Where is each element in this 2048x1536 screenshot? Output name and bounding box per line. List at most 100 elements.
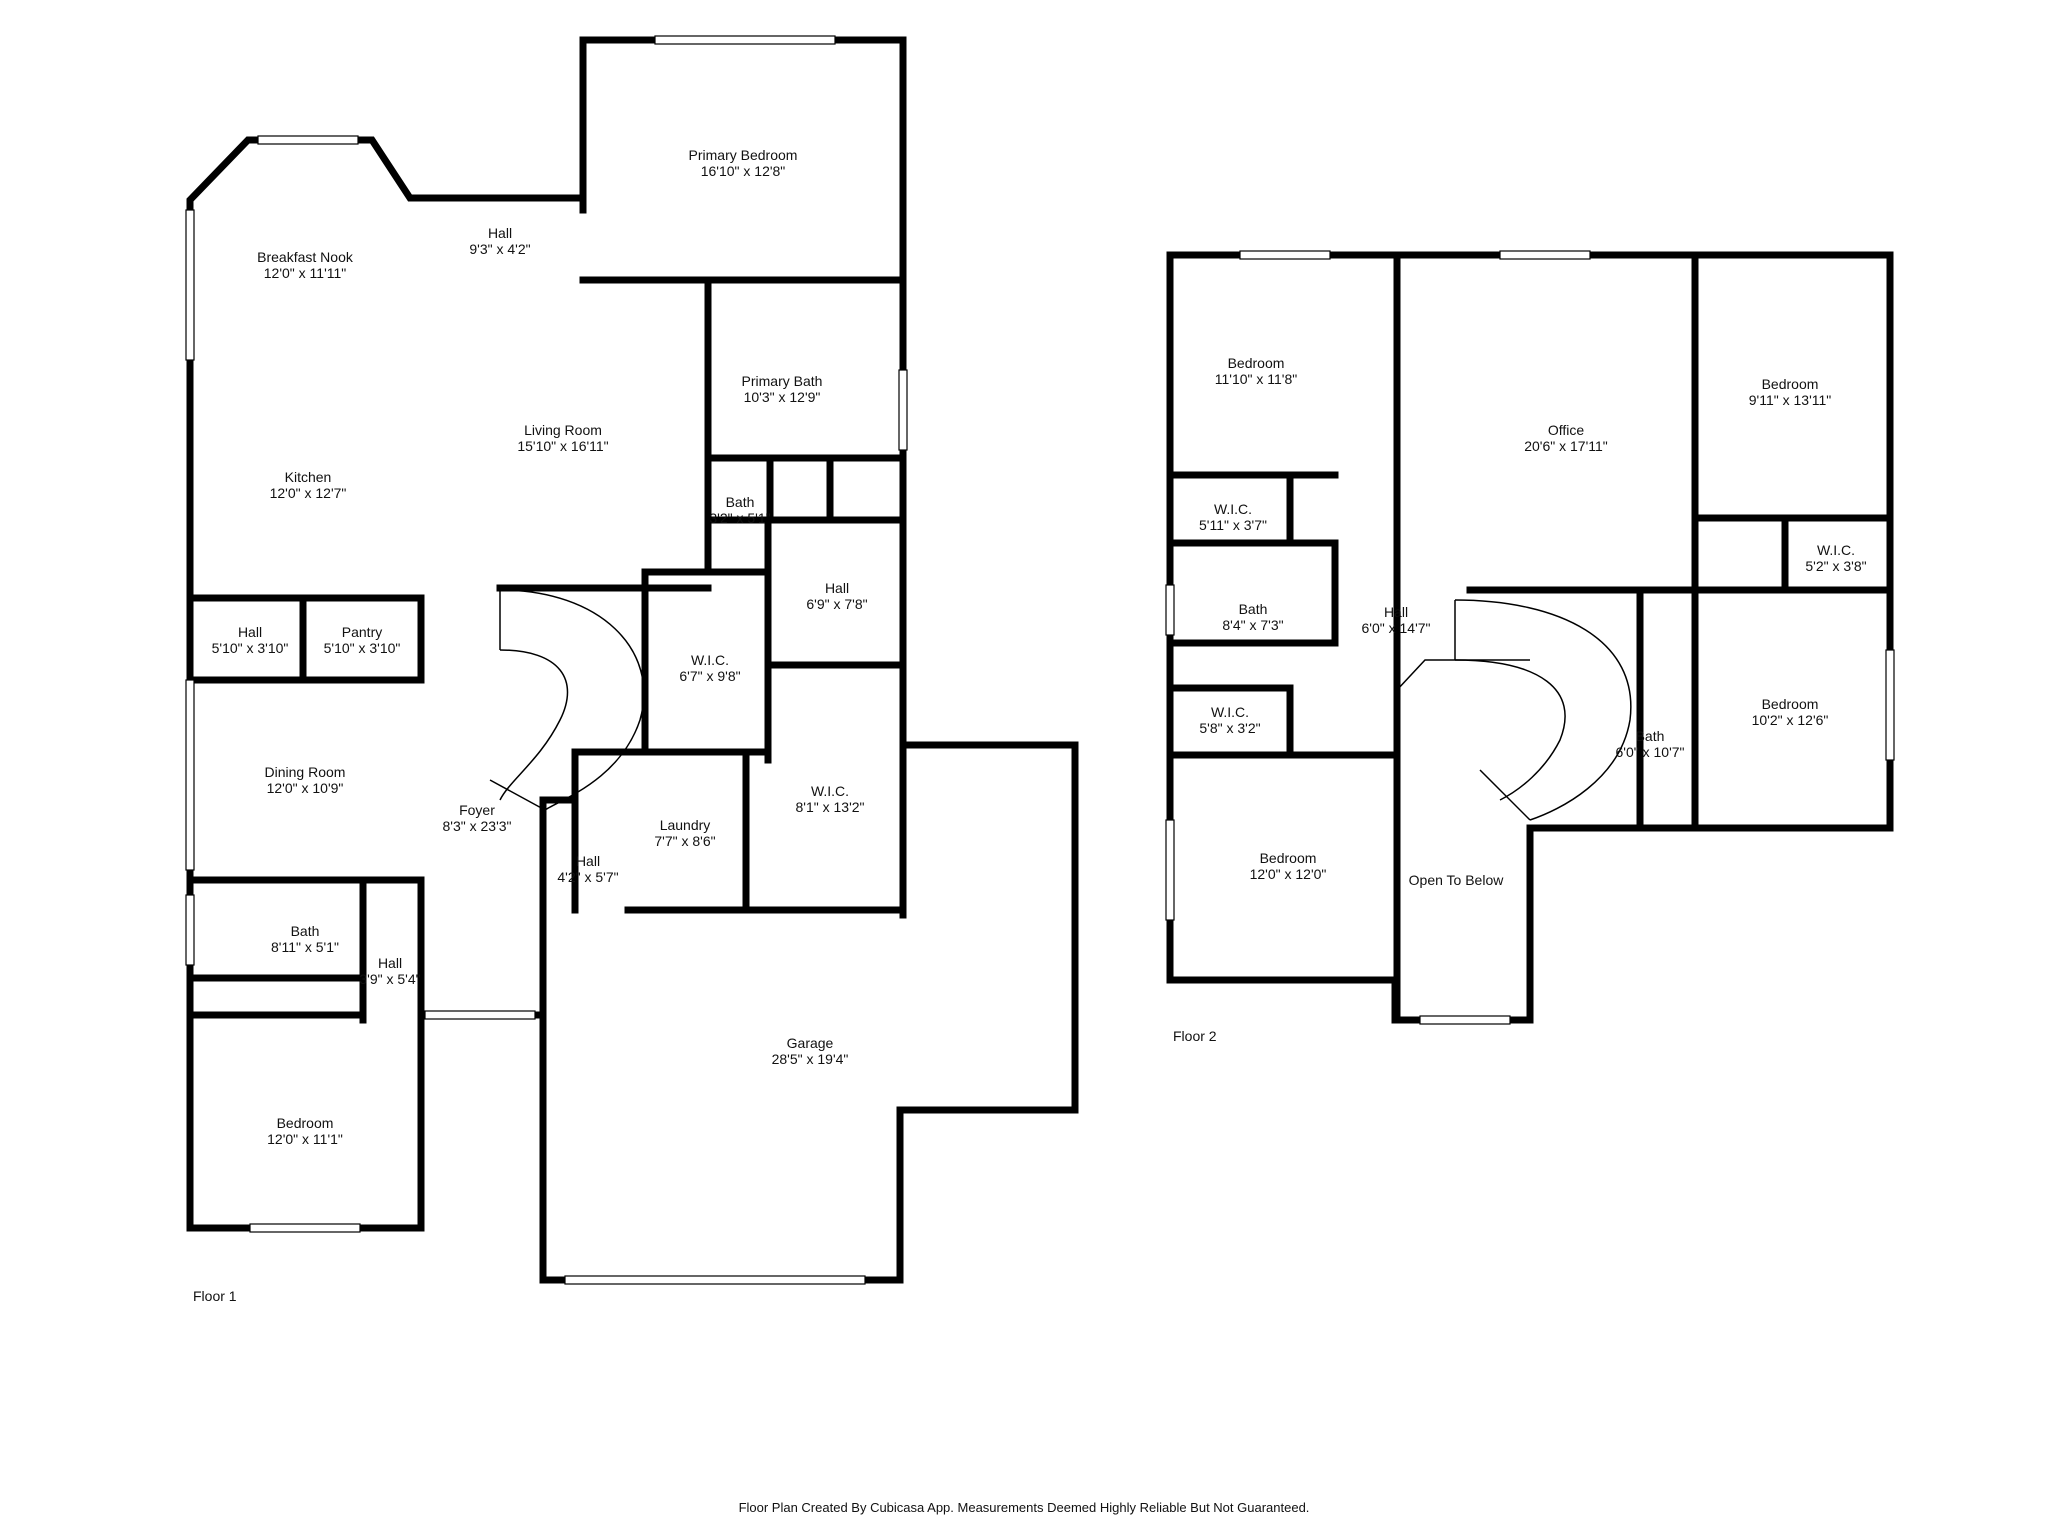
room-name: W.I.C. <box>810 783 850 799</box>
room-dims: 12'0" x 12'0" <box>1249 866 1327 882</box>
room-name: W.I.C. <box>1213 501 1253 517</box>
room-dims: 3'2" x 5'1" <box>709 510 771 526</box>
room-dims: 9'3" x 4'2" <box>469 241 531 257</box>
room-hall-left: Hall 5'10" x 3'10" <box>212 624 289 656</box>
room-dims: 16'10" x 12'8" <box>700 163 786 179</box>
room-name: Bedroom <box>1259 850 1317 866</box>
room-dims: 8'11" x 5'1" <box>271 939 339 955</box>
room-breakfast-nook: Breakfast Nook 12'0" x 11'11" <box>257 249 353 281</box>
room-dims: 6'9" x 7'8" <box>806 596 868 612</box>
room-name: Bedroom <box>1227 355 1285 371</box>
room-name: Hall <box>824 580 850 596</box>
room-wic-f2-c: W.I.C. 5'8" x 3'2" <box>1199 704 1260 736</box>
room-name: Hall <box>487 225 513 241</box>
room-dims: 12'0" x 12'7" <box>269 485 347 501</box>
room-bedroom-f2-b: Bedroom 9'11" x 13'11" <box>1749 376 1832 408</box>
room-dining-room: Dining Room 12'0" x 10'9" <box>265 764 346 796</box>
room-dims: 10'2" x 12'6" <box>1751 712 1829 728</box>
room-dims: 8'3" x 23'3" <box>442 818 512 834</box>
room-hall-bottom: Hall 3'9" x 5'4" <box>359 955 420 987</box>
room-hall-f2: Hall 6'0" x 14'7" <box>1362 604 1431 636</box>
room-name: W.I.C. <box>690 652 730 668</box>
floor-2-label: Floor 2 <box>1173 1028 1217 1044</box>
room-dims: 5'8" x 3'2" <box>1199 720 1261 736</box>
room-name: Laundry <box>659 817 711 833</box>
room-dims: 5'10" x 3'10" <box>211 640 289 656</box>
room-name: Kitchen <box>284 469 332 485</box>
room-bedroom-f1: Bedroom 12'0" x 11'1" <box>267 1115 343 1147</box>
room-name: W.I.C. <box>1210 704 1250 720</box>
room-office: Office 20'6" x 17'11" <box>1524 422 1608 454</box>
room-wic-1: W.I.C. 6'7" x 9'8" <box>679 652 740 684</box>
room-wic-2: W.I.C. 8'1" x 13'2" <box>796 783 865 815</box>
room-primary-bath: Primary Bath 10'3" x 12'9" <box>742 373 823 405</box>
room-name: Pantry <box>341 624 383 640</box>
room-name: Breakfast Nook <box>257 249 353 265</box>
room-laundry: Laundry 7'7" x 8'6" <box>654 817 715 849</box>
room-bedroom-f2-a: Bedroom 11'10" x 11'8" <box>1215 355 1298 387</box>
room-name: Hall <box>237 624 263 640</box>
room-name: Bedroom <box>1761 376 1819 392</box>
room-name: Office <box>1547 422 1585 438</box>
room-name: Dining Room <box>264 764 346 780</box>
room-name: Garage <box>786 1035 834 1051</box>
room-wic-f2-a: W.I.C. 5'11" x 3'7" <box>1199 501 1267 533</box>
footer-disclaimer: Floor Plan Created By Cubicasa App. Meas… <box>738 1500 1310 1515</box>
room-name: Primary Bath <box>741 373 823 389</box>
room-pantry: Pantry 5'10" x 3'10" <box>324 624 401 656</box>
room-bath-small: Bath 3'2" x 5'1" <box>709 494 770 526</box>
room-foyer: Foyer 8'3" x 23'3" <box>443 802 512 834</box>
room-dims: 5'10" x 3'10" <box>323 640 401 656</box>
room-name: Bath <box>290 923 320 939</box>
room-name: Hall <box>575 853 601 869</box>
room-dims: 12'0" x 11'1" <box>267 1131 343 1147</box>
room-bath-f2-b: Bath 6'0" x 10'7" <box>1616 728 1685 760</box>
room-name: Open To Below <box>1408 872 1504 888</box>
room-garage: Garage 28'5" x 19'4" <box>772 1035 849 1067</box>
room-kitchen: Kitchen 12'0" x 12'7" <box>270 469 347 501</box>
room-dims: 6'0" x 10'7" <box>1615 744 1685 760</box>
room-open-to-below: Open To Below <box>1409 872 1504 888</box>
room-name: Bath <box>1635 728 1665 744</box>
room-bath-f1: Bath 8'11" x 5'1" <box>271 923 339 955</box>
room-bedroom-f2-c: Bedroom 10'2" x 12'6" <box>1752 696 1829 728</box>
room-dims: 3'9" x 5'4" <box>359 971 421 987</box>
room-hall-small: Hall 4'2" x 5'7" <box>557 853 618 885</box>
room-name: Bedroom <box>1761 696 1819 712</box>
room-dims: 8'4" x 7'3" <box>1222 617 1284 633</box>
room-living-room: Living Room 15'10" x 16'11" <box>517 422 608 454</box>
room-dims: 4'2" x 5'7" <box>557 869 619 885</box>
room-name: Hall <box>377 955 403 971</box>
room-name: Bath <box>725 494 755 510</box>
room-primary-bedroom: Primary Bedroom 16'10" x 12'8" <box>689 147 798 179</box>
room-hall-top: Hall 9'3" x 4'2" <box>469 225 530 257</box>
floor-2-walls <box>1165 250 1895 1025</box>
room-dims: 5'2" x 3'8" <box>1805 558 1867 574</box>
room-dims: 20'6" x 17'11" <box>1524 438 1608 454</box>
floor-1-label: Floor 1 <box>193 1288 237 1304</box>
room-dims: 11'10" x 11'8" <box>1214 371 1298 387</box>
room-bedroom-f2-d: Bedroom 12'0" x 12'0" <box>1250 850 1327 882</box>
room-dims: 12'0" x 11'11" <box>263 265 347 281</box>
room-name: Primary Bedroom <box>688 147 798 163</box>
room-name: Bath <box>1238 601 1268 617</box>
room-name: Foyer <box>459 802 495 818</box>
room-name: Living Room <box>524 422 602 438</box>
room-wic-f2-b: W.I.C. 5'2" x 3'8" <box>1805 542 1866 574</box>
room-dims: 10'3" x 12'9" <box>743 389 821 405</box>
room-dims: 5'11" x 3'7" <box>1199 517 1267 533</box>
floor-1-walls <box>185 35 1079 1285</box>
room-name: Hall <box>1383 604 1409 620</box>
room-dims: 9'11" x 13'11" <box>1748 392 1832 408</box>
room-name: W.I.C. <box>1816 542 1856 558</box>
room-dims: 6'0" x 14'7" <box>1361 620 1431 636</box>
room-dims: 28'5" x 19'4" <box>771 1051 849 1067</box>
room-dims: 12'0" x 10'9" <box>266 780 344 796</box>
room-dims: 6'7" x 9'8" <box>679 668 741 684</box>
room-dims: 15'10" x 16'11" <box>517 438 609 454</box>
room-name: Bedroom <box>276 1115 334 1131</box>
room-bath-f2-a: Bath 8'4" x 7'3" <box>1222 601 1283 633</box>
room-hall-mid: Hall 6'9" x 7'8" <box>806 580 867 612</box>
room-dims: 8'1" x 13'2" <box>795 799 865 815</box>
